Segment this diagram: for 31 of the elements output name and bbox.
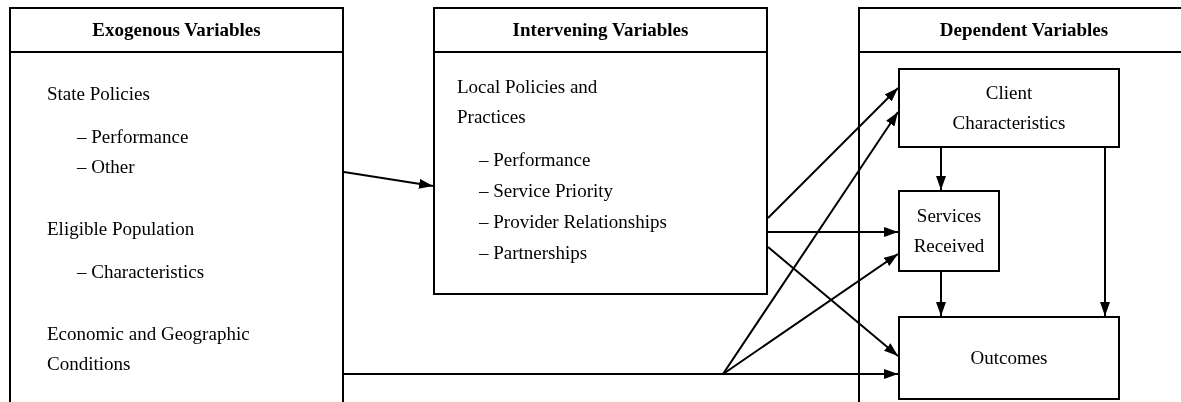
variable-label: – Performance xyxy=(77,125,190,149)
panel-heading: Intervening Variables xyxy=(435,9,766,53)
box-label: Outcomes xyxy=(969,346,1049,370)
arrow xyxy=(936,147,946,191)
arrow xyxy=(767,246,899,357)
arrow xyxy=(343,369,899,379)
panel xyxy=(433,7,768,295)
variable-box xyxy=(898,316,1120,400)
variable-label: – Characteristics xyxy=(77,260,206,284)
arrow xyxy=(936,271,946,317)
variable-label: – Partnerships xyxy=(479,241,589,265)
variable-label: – Provider Relationships xyxy=(479,210,668,234)
panel xyxy=(9,7,344,402)
arrow xyxy=(343,171,434,190)
variable-label: Eligible Population xyxy=(47,217,196,241)
variable-box xyxy=(898,68,1120,148)
variable-label: State Policies xyxy=(47,82,151,106)
arrow xyxy=(767,87,899,219)
arrow xyxy=(767,227,899,237)
variable-label: – Other xyxy=(77,155,136,179)
box-label: Client Characteristics xyxy=(951,81,1067,135)
variable-label: Economic and Geographic Conditions xyxy=(47,322,251,376)
panel-heading: Dependent Variables xyxy=(860,9,1181,53)
box-label: Services Received xyxy=(912,204,986,258)
variable-box xyxy=(898,190,1000,272)
variable-label: – Performance xyxy=(479,148,592,172)
arrow xyxy=(1100,147,1110,317)
variable-label: Local Policies and Practices xyxy=(457,75,599,129)
panel-heading: Exogenous Variables xyxy=(11,9,342,53)
variable-label: – Service Priority xyxy=(479,179,615,203)
panel xyxy=(858,7,1181,402)
